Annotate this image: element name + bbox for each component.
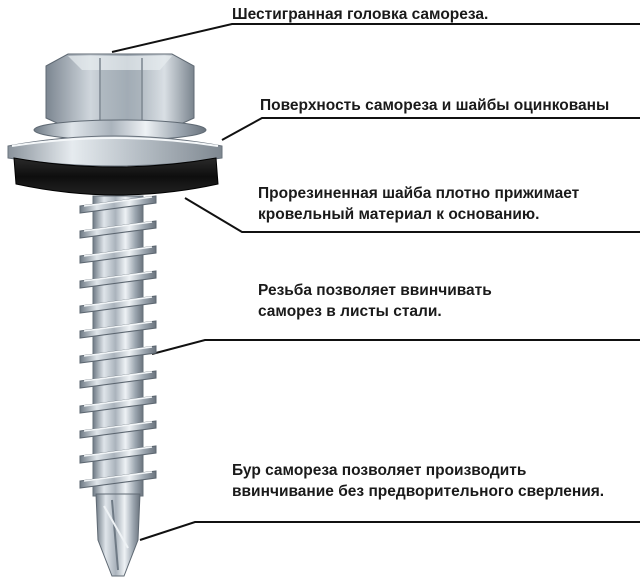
label-rubber-washer: Прорезиненная шайба плотно прижимает кро… bbox=[258, 183, 579, 225]
thread-highlight bbox=[83, 196, 153, 207]
thread-highlight bbox=[83, 271, 153, 282]
label-hex-head-line-1: Шестигранная головка самореза. bbox=[232, 6, 489, 23]
thread-highlight bbox=[83, 321, 153, 332]
thread-highlight bbox=[83, 246, 153, 257]
label-hex-head: Шестигранная головка самореза. bbox=[232, 4, 488, 25]
leader-line-thread bbox=[151, 339, 640, 355]
thread-highlight bbox=[83, 296, 153, 307]
label-drill-tip: Бур самореза позволяет производить ввинч… bbox=[232, 460, 604, 502]
label-thread-line-2: саморез в листы стали. bbox=[258, 303, 442, 320]
metal-washer bbox=[7, 135, 223, 167]
drill-tip bbox=[95, 493, 141, 577]
thread-highlight bbox=[83, 396, 153, 407]
thread-highlight bbox=[83, 221, 153, 232]
thread-highlight bbox=[83, 371, 153, 382]
screw-shank bbox=[92, 195, 144, 497]
thread-highlight bbox=[83, 421, 153, 432]
label-galvanized-surface: Поверхность самореза и шайбы оцинкованы bbox=[260, 95, 609, 116]
leader-line-drill bbox=[139, 521, 640, 541]
thread-highlight bbox=[83, 471, 153, 482]
label-drill-tip-line-1: Бур самореза позволяет производить bbox=[232, 462, 527, 479]
thread-highlight bbox=[83, 446, 153, 457]
label-rubber-washer-line-2: кровельный материал к основанию. bbox=[258, 206, 540, 223]
thread-highlight bbox=[83, 346, 153, 357]
label-thread-line-1: Резьба позволяет ввинчивать bbox=[258, 282, 492, 299]
leader-line-washer bbox=[184, 197, 640, 233]
leader-line-head bbox=[111, 23, 640, 53]
label-galvanized-surface-line-1: Поверхность самореза и шайбы оцинкованы bbox=[260, 97, 610, 114]
label-thread: Резьба позволяет ввинчивать саморез в ли… bbox=[258, 280, 492, 322]
hex-head bbox=[45, 53, 195, 129]
leader-lines bbox=[111, 23, 640, 541]
screw-threads bbox=[79, 195, 157, 489]
rubber-washer bbox=[13, 157, 219, 196]
label-drill-tip-line-2: ввинчивание без предворительного сверлен… bbox=[232, 483, 605, 500]
leader-line-surface bbox=[221, 117, 640, 141]
label-rubber-washer-line-1: Прорезиненная шайба плотно прижимает bbox=[258, 185, 580, 202]
